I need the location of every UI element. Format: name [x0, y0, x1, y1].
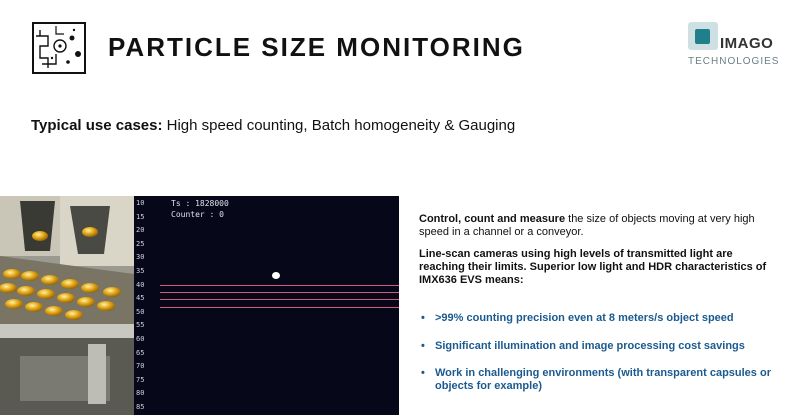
- scan-line: [160, 307, 399, 308]
- particle-diagram-icon: [32, 22, 86, 74]
- benefit-item: • >99% counting precision even at 8 meter…: [419, 312, 779, 325]
- benefit-text: >99% counting precision even at 8 meters…: [435, 312, 734, 324]
- ruler-tick: 70: [136, 362, 145, 371]
- logo-wordmark: IMAGO: [720, 35, 774, 52]
- scale-ruler: 10 15 20 25 30 35 40 45 50 55 60 65 70 75 80 85: [134, 196, 154, 415]
- scan-line: [160, 299, 399, 300]
- ruler-tick: 50: [136, 307, 145, 316]
- ruler-tick: 75: [136, 375, 145, 384]
- scan-line: [160, 285, 399, 286]
- description: Control, count and measure the size of o…: [419, 213, 779, 287]
- description-bold: Control, count and measure: [419, 213, 566, 225]
- ruler-tick: 80: [136, 389, 145, 398]
- ruler-tick: 85: [136, 403, 145, 411]
- ruler-tick: 65: [136, 348, 145, 357]
- capsule-machine-photo: [0, 196, 134, 415]
- ruler-tick: 45: [136, 294, 145, 303]
- ruler-tick: 60: [136, 335, 145, 343]
- use-cases-label: Typical use cases:: [31, 117, 163, 134]
- benefit-text: Significant illumination and image proce…: [435, 340, 745, 352]
- ruler-tick: 10: [136, 199, 145, 207]
- benefits-list: • >99% counting precision even at 8 meter…: [419, 312, 779, 393]
- description-para-1: Control, count and measure the size of o…: [419, 213, 779, 239]
- description-para-2: Line-scan cameras using high levels of t…: [419, 248, 767, 286]
- event-sensor-view: 10 15 20 25 30 35 40 45 50 55 60 65 70 75 80 85 Ts : 18…: [134, 196, 399, 415]
- ruler-tick: 55: [136, 321, 145, 330]
- benefit-item: • Work in challenging environments (with …: [419, 367, 779, 393]
- page-title: PARTICLE SIZE MONITORING: [108, 32, 525, 62]
- logo-mark-icon: [688, 22, 718, 50]
- benefit-item: • Significant illumination and image proc…: [419, 340, 779, 353]
- ruler-tick: 25: [136, 239, 145, 248]
- benefit-text: Work in challenging environments (with t…: [435, 367, 771, 392]
- ruler-tick: 35: [136, 267, 145, 275]
- scan-line: [160, 292, 399, 293]
- imago-logo: IMAGO TECHNOLOGIES: [686, 22, 780, 70]
- bullet-dot: •: [421, 367, 425, 379]
- timestamp-readout: Ts : 1828000: [171, 199, 229, 208]
- ruler-tick: 30: [136, 253, 145, 262]
- description-rest: the size of objects moving at very high …: [419, 213, 755, 238]
- bullet-dot: •: [421, 340, 425, 352]
- logo-subtitle: TECHNOLOGIES: [688, 56, 780, 67]
- particle-dot: [272, 272, 280, 279]
- counter-readout: Counter : 0: [171, 210, 224, 219]
- ruler-tick: 20: [136, 226, 145, 235]
- use-cases-line: Typical use cases: High speed counting, …: [31, 117, 515, 134]
- ruler-tick: 40: [136, 280, 145, 289]
- bullet-dot: •: [421, 312, 425, 324]
- use-cases-text: High speed counting, Batch homogeneity &…: [162, 117, 516, 134]
- ruler-tick: 15: [136, 212, 145, 221]
